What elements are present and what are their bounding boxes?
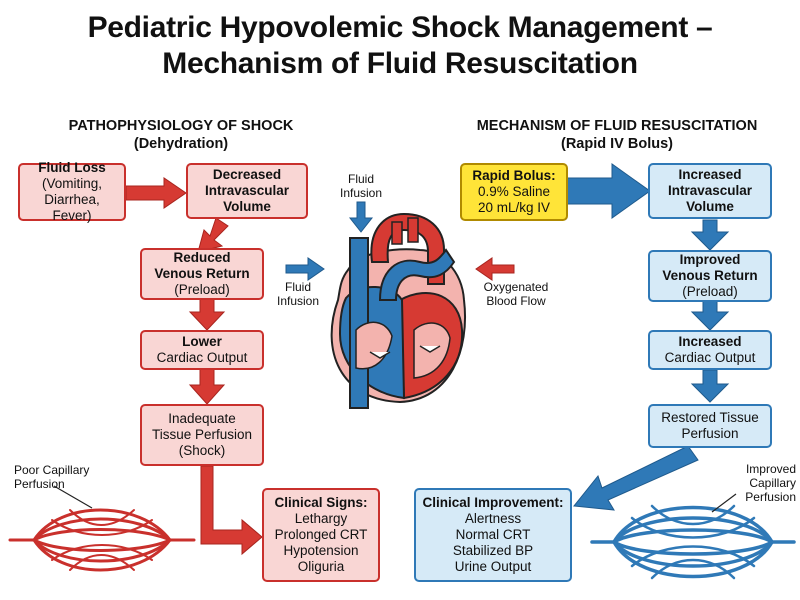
improved-venous-line2: Venous Return	[662, 268, 758, 283]
fluid-loss-title: Fluid Loss	[38, 160, 106, 175]
clinical-improvement-title: Clinical Improvement:	[422, 495, 564, 510]
increased-volume-line2: Intravascular	[667, 183, 753, 198]
heart-icon	[330, 212, 466, 409]
poor-capillary-line1: Poor Capillary	[14, 463, 90, 477]
lower-output-box: Lower Cardiac Output	[140, 330, 264, 370]
heart-top-label: Fluid Infusion	[330, 172, 392, 200]
poor-capillary-bundle	[8, 508, 196, 572]
rapid-bolus-title: Rapid Bolus:	[472, 168, 556, 183]
heart-right-label-line1: Oxygenated	[483, 280, 549, 294]
increased-output-title: Increased	[678, 334, 742, 349]
arrow-output-to-perfusion	[188, 368, 226, 405]
rapid-bolus-line2: 20 mL/kg IV	[477, 200, 551, 215]
increased-output-box: Increased Cardiac Output	[648, 330, 772, 370]
right-flow-arrows	[566, 163, 730, 511]
fluid-loss-line1: (Vomiting,	[41, 176, 103, 191]
decreased-volume-line1: Decreased	[212, 167, 282, 182]
improved-venous-sub: (Preload)	[682, 284, 738, 299]
arrow-perfusion-to-improvement	[573, 445, 699, 511]
clinical-sign-1: Lethargy	[294, 511, 348, 526]
increased-volume-line1: Increased	[678, 167, 742, 182]
improved-capillary-line3: Perfusion	[745, 490, 796, 504]
poor-capillary-pointer	[53, 485, 93, 509]
inadequate-perfusion-line1: Inadequate	[168, 411, 236, 426]
heart-right-label: Oxygenated Blood Flow	[466, 280, 566, 308]
left-flow-arrows	[125, 177, 263, 556]
reduced-venous-return-box: Reduced Venous Return (Preload)	[140, 248, 264, 300]
decreased-volume-line2: Intravascular	[204, 183, 290, 198]
increased-volume-line3: Volume	[686, 199, 734, 214]
arrow-oxygenated-flow	[475, 257, 515, 281]
arrow-output-to-perfusion-blue	[690, 369, 730, 403]
decreased-volume-line3: Volume	[223, 199, 271, 214]
reduced-venous-sub: (Preload)	[174, 282, 230, 297]
left-section-heading: PATHOPHYSIOLOGY OF SHOCK (Dehydration)	[20, 117, 342, 153]
heart-left-label-line1: Fluid	[284, 280, 311, 294]
lower-output-sub: Cardiac Output	[156, 350, 248, 365]
improved-capillary-pointer	[711, 493, 737, 513]
right-subheading-text: (Rapid IV Bolus)	[561, 136, 673, 152]
improved-capillary-label: Improved Capillary Perfusion	[722, 462, 796, 504]
clinical-improvement-2: Normal CRT	[455, 527, 531, 542]
increased-volume-box: Increased Intravascular Volume	[648, 163, 772, 219]
lower-output-title: Lower	[182, 334, 222, 349]
left-subheading-text: (Dehydration)	[133, 136, 229, 152]
arrow-perfusion-to-signs	[200, 465, 263, 556]
clinical-signs-title: Clinical Signs:	[274, 495, 368, 510]
clinical-improvement-3: Stabilized BP	[452, 543, 534, 558]
rapid-bolus-line1: 0.9% Saline	[477, 184, 551, 199]
arrow-venous-to-output	[188, 297, 226, 331]
decreased-volume-box: Decreased Intravascular Volume	[186, 163, 308, 219]
right-heading-text: MECHANISM OF FLUID RESUSCITATION	[476, 118, 758, 134]
arrow-bolus-to-volume	[566, 163, 651, 219]
heart-right-label-line2: Blood Flow	[486, 294, 546, 308]
title-line-2: Mechanism of Fluid Resuscitation	[162, 47, 638, 80]
heart-top-label-line1: Fluid	[347, 172, 374, 186]
clinical-signs-box: Clinical Signs: Lethargy Prolonged CRT H…	[262, 488, 380, 582]
restored-perfusion-line1: Restored Tissue	[661, 410, 759, 425]
arrow-volume-to-venous-blue	[690, 219, 730, 251]
left-heading-text: PATHOPHYSIOLOGY OF SHOCK	[68, 118, 294, 134]
clinical-improvement-1: Alertness	[464, 511, 522, 526]
heart-left-label-line2: Infusion	[276, 294, 320, 308]
clinical-sign-3: Hypotension	[283, 543, 359, 558]
heart-left-label: Fluid Infusion	[268, 280, 328, 308]
clinical-sign-4: Oliguria	[297, 559, 345, 574]
fluid-loss-box: Fluid Loss (Vomiting, Diarrhea, Fever)	[18, 160, 126, 223]
arrow-venous-to-output-blue	[690, 299, 730, 331]
clinical-sign-2: Prolonged CRT	[274, 527, 368, 542]
restored-perfusion-line2: Perfusion	[681, 426, 739, 441]
right-section-heading: MECHANISM OF FLUID RESUSCITATION (Rapid …	[442, 117, 792, 153]
arrow-top-infusion	[348, 201, 374, 233]
page-title: Pediatric Hypovolemic Shock Management –…	[0, 10, 800, 82]
arrow-left-infusion	[285, 257, 325, 281]
improved-venous-line1: Improved	[679, 252, 741, 267]
reduced-venous-line1: Reduced	[173, 250, 231, 265]
increased-output-sub: Cardiac Output	[664, 350, 756, 365]
inadequate-perfusion-line3: (Shock)	[178, 443, 226, 458]
rapid-bolus-box: Rapid Bolus: 0.9% Saline 20 mL/kg IV	[460, 163, 568, 221]
reduced-venous-line2: Venous Return	[154, 266, 250, 281]
improved-capillary-line2: Capillary	[749, 476, 796, 490]
improved-capillary-line1: Improved	[745, 462, 796, 476]
title-line-1: Pediatric Hypovolemic Shock Management –	[87, 11, 713, 44]
arrow-volume-to-venous	[197, 217, 229, 253]
inadequate-perfusion-line2: Tissue Perfusion	[151, 427, 253, 442]
clinical-improvement-box: Clinical Improvement: Alertness Normal C…	[414, 488, 572, 582]
heart-infusion-arrows	[285, 201, 374, 281]
poor-capillary-label: Poor Capillary Perfusion	[14, 463, 104, 491]
clinical-improvement-4: Urine Output	[454, 559, 532, 574]
improved-capillary-bundle	[590, 504, 796, 580]
inadequate-perfusion-box: Inadequate Tissue Perfusion (Shock)	[140, 404, 264, 466]
poor-capillary-line2: Perfusion	[14, 477, 65, 491]
arrow-fluidloss-to-volume	[125, 177, 187, 209]
fluid-loss-line2: Diarrhea, Fever)	[44, 192, 100, 223]
restored-perfusion-box: Restored Tissue Perfusion	[648, 404, 772, 448]
improved-venous-return-box: Improved Venous Return (Preload)	[648, 250, 772, 302]
heart-top-label-line2: Infusion	[339, 186, 383, 200]
